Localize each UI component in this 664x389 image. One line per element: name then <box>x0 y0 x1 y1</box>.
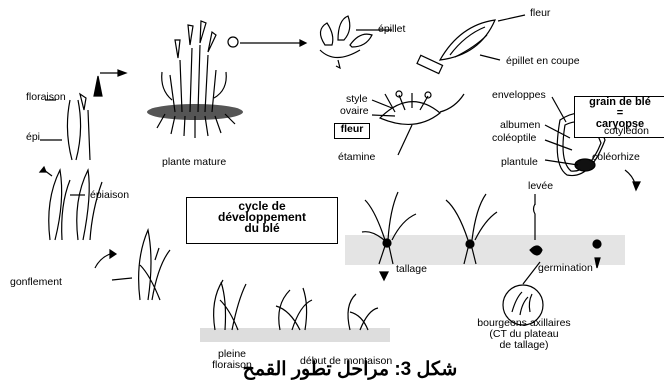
label-coleorhize: coléorhize <box>592 152 640 163</box>
label-style: style <box>346 94 368 105</box>
label-cotyledon: cotylédon <box>604 126 649 137</box>
label-floraison: floraison <box>26 92 66 103</box>
label-plantule: plantule <box>501 157 538 168</box>
label-epillet-coupe: épillet en coupe <box>506 56 580 67</box>
label-etamine: étamine <box>338 152 375 163</box>
bourgeons-line-3: de tallage) <box>466 340 582 351</box>
epi-drawing <box>40 76 102 160</box>
tallage-drawing <box>345 192 625 268</box>
label-fleur: fleur <box>530 8 550 19</box>
epiaison-drawing <box>49 170 102 240</box>
label-coleoptile: coléoptile <box>492 133 536 144</box>
bourgeons-label: bourgeons axillaires (CT du plateau de t… <box>466 318 582 351</box>
montaison-drawing <box>200 272 390 342</box>
cycle-line-3: du blé <box>187 223 337 234</box>
cycle-title-box: cycle de développement du blé <box>186 197 338 244</box>
label-levee: levée <box>528 181 553 192</box>
label-ovaire: ovaire <box>340 106 369 117</box>
label-plante-mature: plante mature <box>162 157 226 168</box>
label-germination: germination <box>538 263 593 274</box>
label-epiaison: épiaison <box>90 190 129 201</box>
fleur-box: fleur <box>334 123 370 139</box>
label-enveloppes: enveloppes <box>492 90 546 101</box>
fleur-drawing <box>372 91 464 155</box>
label-tallage: tallage <box>396 264 427 275</box>
bourgeons-drawing <box>503 262 543 325</box>
label-albumen: albumen <box>500 120 540 131</box>
label-gonflement: gonflement <box>10 277 62 288</box>
gonflement-drawing <box>95 230 170 300</box>
label-epi: épi <box>26 132 40 143</box>
figure-caption: شكل 3: مراحل تطور القمح <box>200 358 500 381</box>
label-epillet: épillet <box>378 24 405 35</box>
